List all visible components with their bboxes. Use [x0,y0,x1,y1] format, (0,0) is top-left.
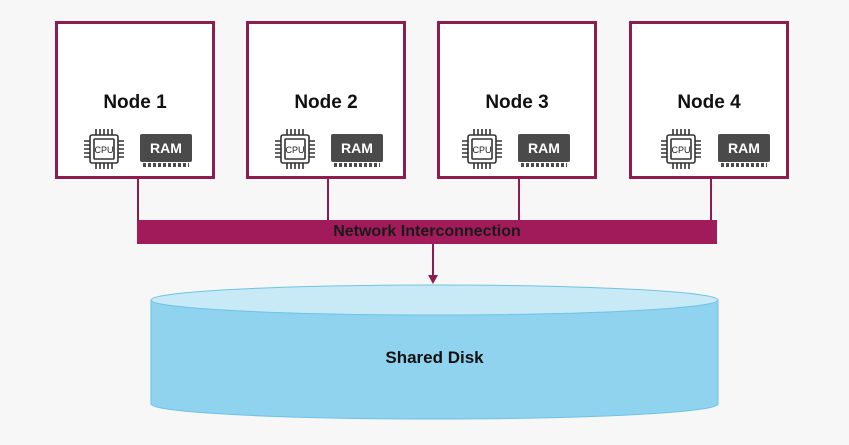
node-2-box: Node 2 CPU RAM [246,21,406,179]
ram-chip: RAM [718,134,770,167]
cpu-label: CPU [671,145,690,155]
node-2-connector [327,179,329,221]
cpu-label: CPU [472,145,491,155]
ram-label: RAM [528,140,560,156]
node-1-connector [137,179,139,221]
cpu-icon: CPU [661,129,701,169]
ram-chip: RAM [518,134,570,167]
ram-label: RAM [150,140,182,156]
cpu-icon: CPU [462,129,502,169]
cpu-icon: CPU [84,129,124,169]
node-4-box: Node 4 CPU RAM [629,21,789,179]
disk-body [150,299,719,420]
ram-label: RAM [341,140,373,156]
node-4-title: Node 4 [677,92,741,113]
node-1-box: Node 1 CPU RAM [55,21,215,179]
ram-chip: RAM [331,134,383,167]
arrow-down-icon [428,275,438,284]
cpu-label: CPU [94,145,113,155]
shared-disk-label: Shared Disk [385,348,484,367]
network-label: Network Interconnection [333,223,521,240]
ram-label: RAM [728,140,760,156]
node-3-box: Node 3 CPU RAM [437,21,597,179]
ram-chip: RAM [140,134,192,167]
node-1-title: Node 1 [103,92,167,113]
cpu-label: CPU [285,145,304,155]
node-3-title: Node 3 [485,92,549,113]
node-3-connector [518,179,520,221]
node-2-title: Node 2 [294,92,358,113]
network-interconnection-bar: Network Interconnection [137,220,717,244]
cpu-icon: CPU [275,129,315,169]
disk-top [150,284,719,316]
node-4-connector [710,179,712,221]
